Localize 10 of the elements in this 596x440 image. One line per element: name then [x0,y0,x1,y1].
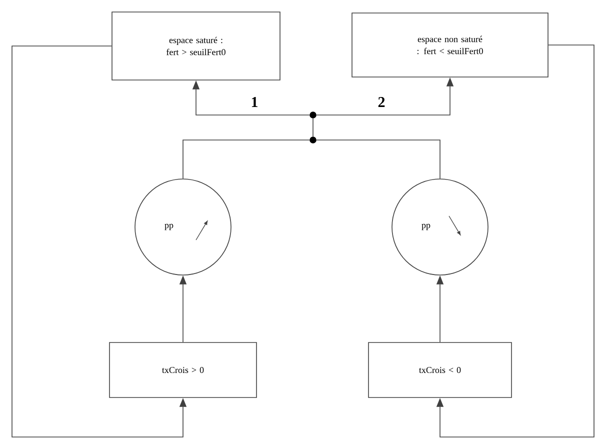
state-box: espace saturé : fert > seuilFert0 [112,12,280,80]
connector [312,118,314,137]
connector [182,140,310,179]
edge-label: 2 [376,96,386,108]
connector [316,140,440,179]
state-box: espace non saturé : fert < seuilFert0 [352,12,548,78]
state-box: txCrois > 0 [109,342,257,398]
connector [436,44,594,438]
edge-label: 1 [250,96,260,108]
state-box: txCrois < 0 [368,342,512,398]
